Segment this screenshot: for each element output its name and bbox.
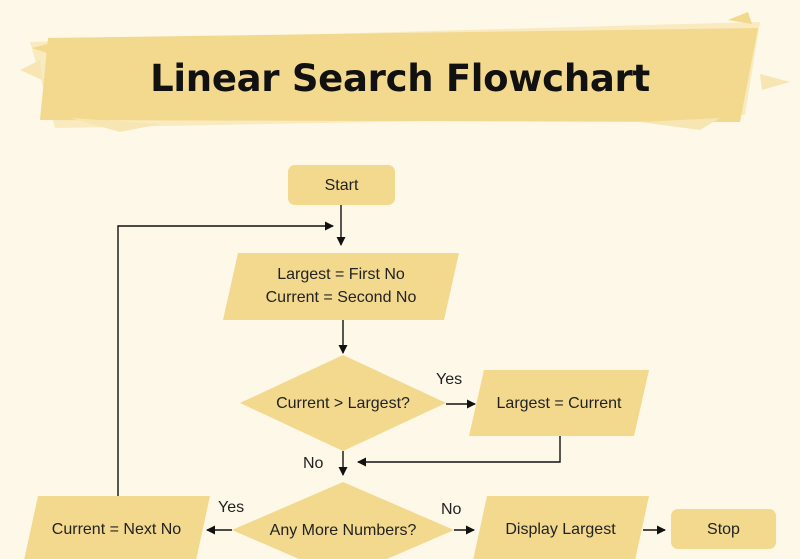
display-label: Display Largest: [505, 520, 616, 538]
init-label: Largest = First No Current = Second No: [228, 256, 454, 316]
init-label-line1: Largest = First No: [277, 266, 405, 283]
stop-label: Stop: [707, 520, 740, 538]
assign-node: [469, 370, 649, 436]
compare-label: Current > Largest?: [276, 394, 410, 412]
more-yes-label: Yes: [218, 499, 245, 516]
display-node: [473, 496, 649, 559]
title-banner: [20, 12, 790, 132]
init-node: [223, 253, 459, 320]
start-node: [288, 165, 395, 205]
more-label: Any More Numbers?: [269, 521, 417, 539]
stop-node: [671, 509, 776, 549]
more-decision: [232, 482, 454, 559]
more-no-label: No: [441, 501, 462, 518]
page-title: Linear Search Flowchart: [150, 56, 650, 100]
init-label-line2: Current = Second No: [265, 289, 417, 306]
start-label: Start: [324, 176, 359, 194]
next-label: Current = Next No: [51, 520, 182, 538]
compare-no-label: No: [303, 455, 324, 472]
compare-yes-label: Yes: [436, 371, 463, 388]
arrow-loop-back: [117, 221, 334, 496]
compare-decision: [240, 355, 446, 451]
next-node: [24, 496, 210, 559]
assign-label: Largest = Current: [496, 394, 622, 412]
arrow-assign-back: [357, 436, 561, 467]
